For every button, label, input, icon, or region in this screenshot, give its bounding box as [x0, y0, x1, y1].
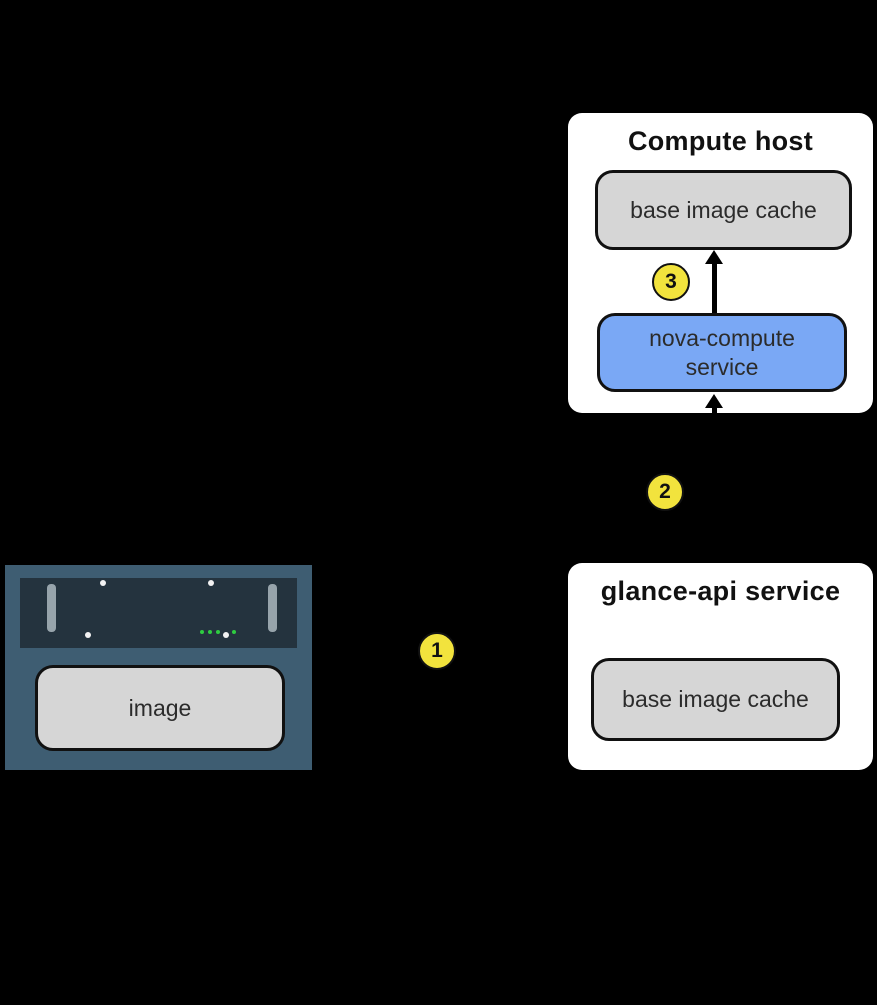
led-indicator-icon [200, 630, 204, 634]
image-label: image [128, 694, 192, 721]
arrow-shaft [711, 408, 717, 560]
arrow-up-icon [705, 394, 723, 560]
step-1-number: 1 [431, 639, 443, 662]
arrow-shaft [711, 264, 717, 313]
glance-api-panel: glance-api service base image cache [568, 563, 873, 770]
server-vent-icon [47, 584, 56, 632]
compute-base-image-cache-label: base image cache [630, 196, 817, 223]
arrow-head-icon [705, 394, 723, 408]
glance-api-title: glance-api service [600, 576, 841, 606]
arrow-up-icon [705, 250, 723, 313]
compute-host-panel: Compute host base image cache nova-compu… [568, 113, 873, 413]
step-2-number: 2 [659, 480, 671, 503]
glance-base-image-cache-label: base image cache [622, 686, 809, 713]
arrow-head-icon [705, 250, 723, 264]
step-3-number: 3 [665, 270, 677, 293]
screw-icon [85, 632, 91, 638]
nova-compute-service-box: nova-compute service [597, 313, 847, 392]
rack-server-icon: image [5, 565, 312, 770]
step-1-badge: 1 [418, 632, 456, 670]
image-box: image [35, 665, 285, 751]
step-2-badge: 2 [646, 473, 684, 511]
screw-icon [208, 580, 214, 586]
led-indicator-icon [216, 630, 220, 634]
led-indicator-icon [232, 630, 236, 634]
server-faceplate [20, 578, 297, 648]
step-3-badge: 3 [652, 263, 690, 301]
compute-host-title: Compute host [627, 126, 814, 156]
screw-icon [223, 632, 229, 638]
screw-icon [100, 580, 106, 586]
server-vent-icon [268, 584, 277, 632]
led-indicator-icon [208, 630, 212, 634]
compute-base-image-cache-box: base image cache [595, 170, 852, 250]
nova-compute-service-label: nova-compute service [649, 324, 795, 380]
glance-base-image-cache-box: base image cache [591, 658, 840, 741]
